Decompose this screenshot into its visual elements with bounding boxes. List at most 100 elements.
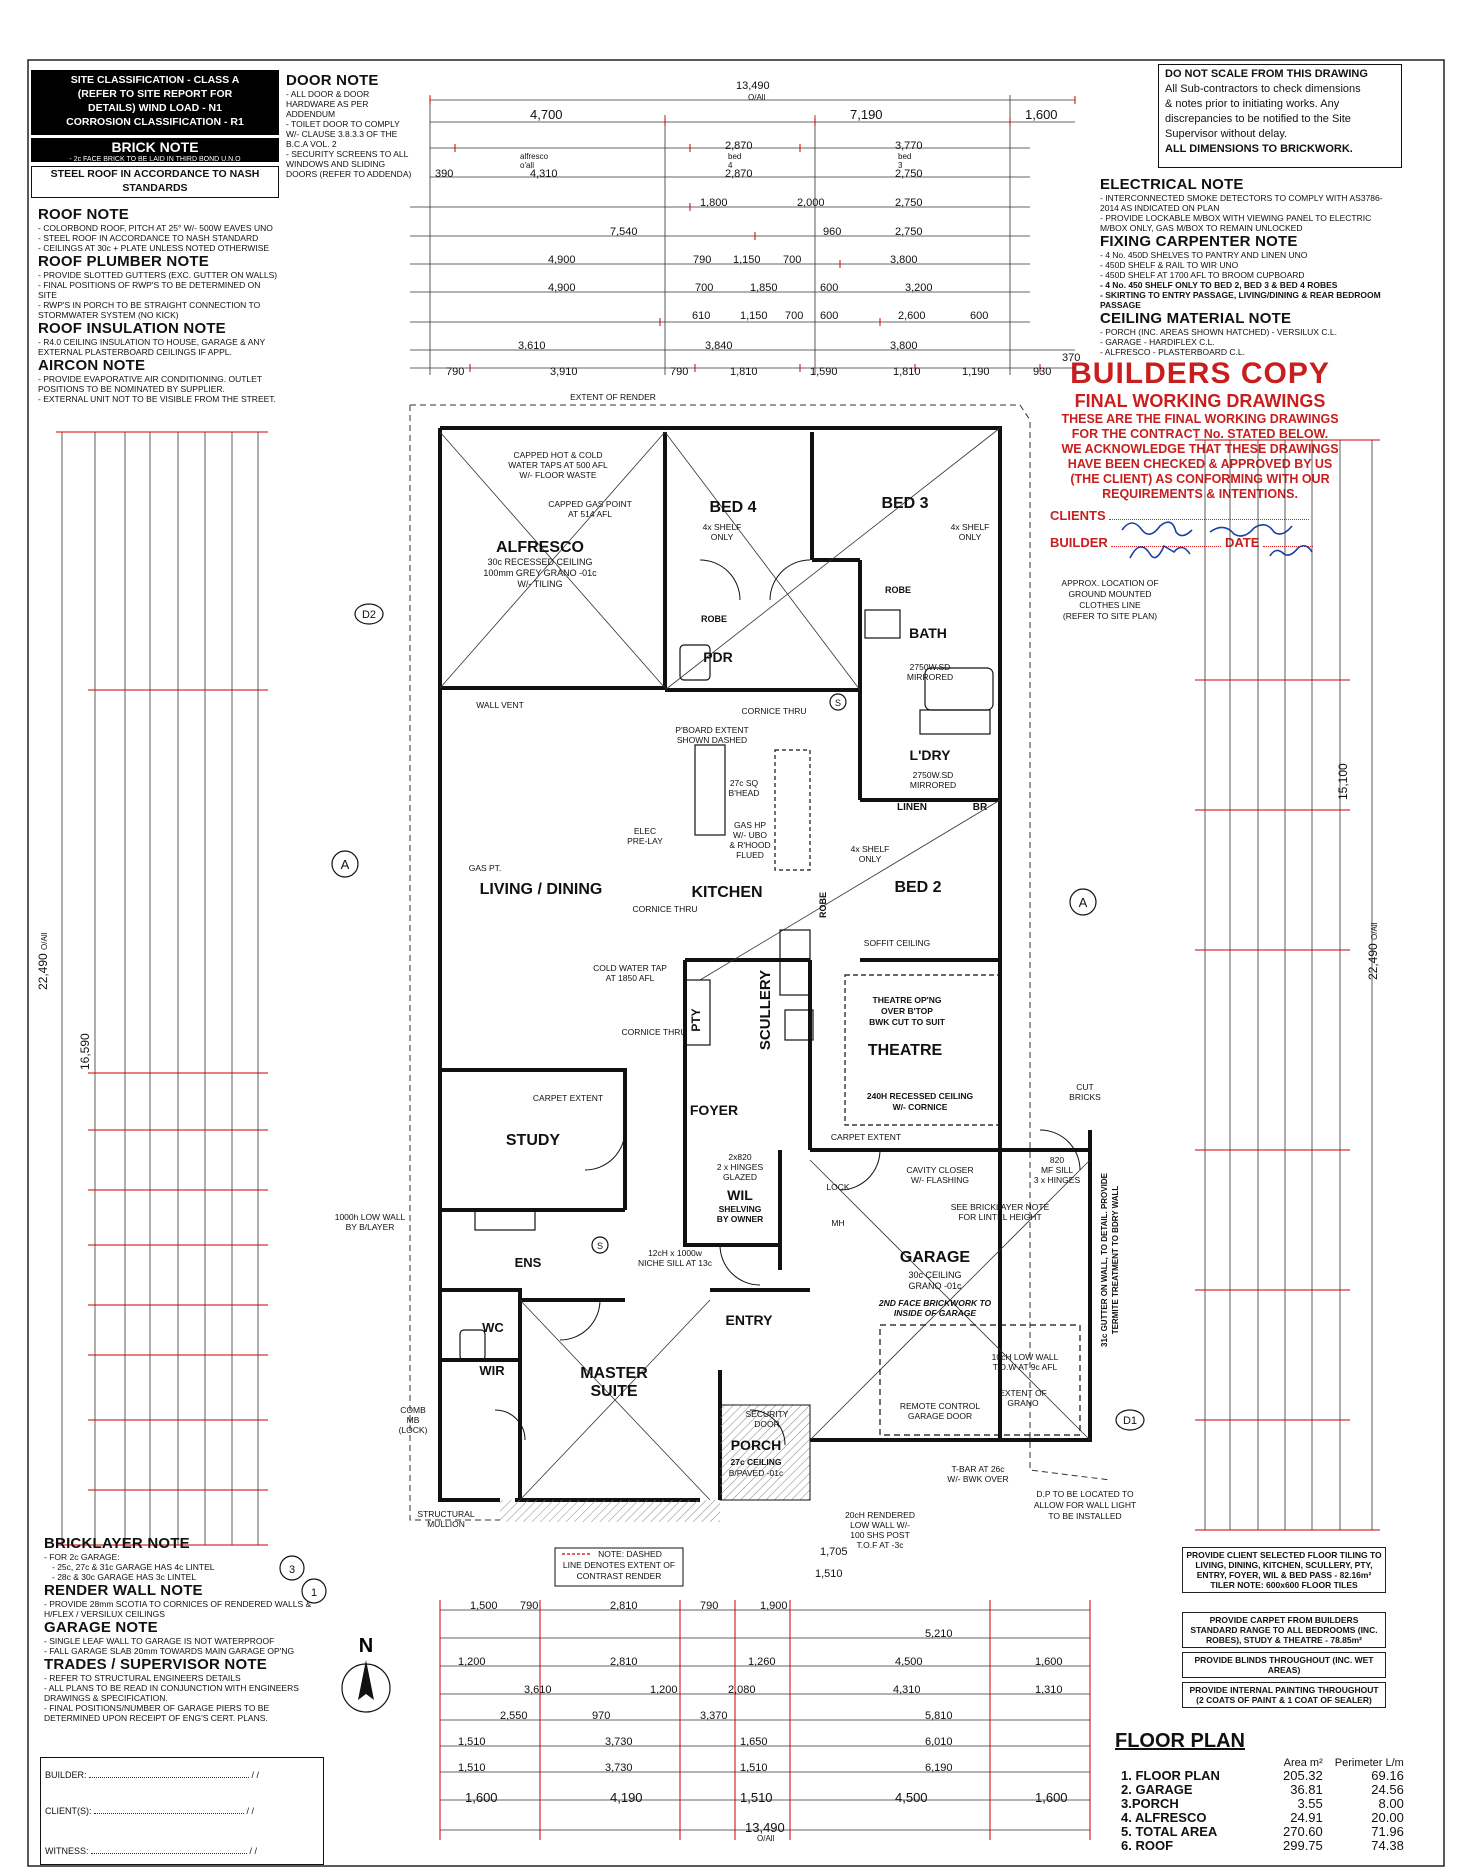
dim-row10: 1,810: [893, 366, 921, 378]
room-pty: PTY: [689, 1008, 703, 1031]
dim-row1: 4,700: [530, 107, 563, 122]
steel-roof-text: STEEL ROOF IN ACCORDANCE TO NASH STANDAR…: [50, 168, 260, 194]
room-study: STUDY: [506, 1132, 561, 1149]
svg-text:240H RECESSED CEILING: 240H RECESSED CEILING: [867, 1091, 974, 1101]
row-area: 299.75: [1283, 1838, 1323, 1853]
svg-text:20cH RENDERED: 20cH RENDERED: [845, 1510, 915, 1520]
row-name: 4. ALFRESCO: [1121, 1810, 1207, 1825]
clients-sign-label: CLIENT(S):: [45, 1806, 92, 1816]
dim-row8: 610: [692, 310, 711, 322]
svg-text:TERMITE TREATMENT TO BDRY WALL: TERMITE TREATMENT TO BDRY WALL: [1111, 1186, 1120, 1335]
stamp-line: WE ACKNOWLEDGE THAT THESE DRAWINGS: [1061, 442, 1339, 456]
room-scullery: SCULLERY: [757, 970, 774, 1050]
svg-text:DOOR: DOOR: [754, 1419, 780, 1429]
row-area: 270.60: [1283, 1824, 1323, 1839]
svg-text:BY B/LAYER: BY B/LAYER: [346, 1222, 395, 1232]
bottom-row1: 2,810: [610, 1600, 638, 1612]
porch-sub: B/PAVED -01c: [729, 1468, 784, 1478]
witness-date: / /: [249, 1846, 258, 1856]
svg-text:CARPET EXTENT: CARPET EXTENT: [831, 1132, 901, 1142]
bottom-dimension-ticks: [439, 1600, 1091, 1840]
bottom-row4: 4,310: [893, 1684, 921, 1696]
right-dimension-ticks: [1195, 439, 1380, 1531]
wil-sub: BY OWNER: [717, 1214, 764, 1224]
svg-text:10cH LOW WALL: 10cH LOW WALL: [992, 1352, 1059, 1362]
left-overall-value: 22,490: [36, 953, 50, 990]
dim-row6: 1,150: [733, 254, 761, 266]
tiling-note-text: PROVIDE CLIENT SELECTED FLOOR TILING TO …: [1186, 1550, 1382, 1590]
insulation-item: - R4.0 CEILING INSULATION TO HOUSE, GARA…: [38, 337, 266, 357]
fixing-item: - 4 No. 450D SHELVES TO PANTRY AND LINEN…: [1100, 250, 1308, 260]
svg-text:ELEC: ELEC: [634, 826, 656, 836]
svg-text:GARAGE DOOR: GARAGE DOOR: [908, 1411, 972, 1421]
svg-text:NICHE SILL AT 13c: NICHE SILL AT 13c: [638, 1258, 713, 1268]
svg-text:3 x HINGES: 3 x HINGES: [1034, 1175, 1081, 1185]
dim-row1: 7,190: [850, 107, 883, 122]
room-theatre: THEATRE: [868, 1042, 943, 1059]
dim-row7: 4,900: [548, 282, 576, 294]
room-linen: LINEN: [897, 802, 927, 813]
trades-title: TRADES / SUPERVISOR NOTE: [44, 1656, 267, 1673]
row-name: 5. TOTAL AREA: [1121, 1824, 1218, 1839]
area-column-header: Area m²: [1283, 1757, 1323, 1769]
brick-note-title: BRICK NOTE: [111, 139, 199, 155]
bottom-row4: 2,080: [728, 1684, 756, 1696]
right-dimension-lines: [1204, 440, 1373, 1530]
svg-text:P'BOARD EXTENT: P'BOARD EXTENT: [675, 725, 748, 735]
trades-item: - FINAL POSITIONS/NUMBER OF GARAGE PIERS…: [44, 1703, 270, 1723]
svg-text:CAPPED HOT & COLD: CAPPED HOT & COLD: [513, 450, 602, 460]
garage-title: GARAGE NOTE: [44, 1619, 158, 1636]
dim-row3: 2,750: [895, 168, 923, 180]
svg-text:CORNICE THRU: CORNICE THRU: [632, 904, 697, 914]
svg-text:SEE BRICKLAYER NOTE: SEE BRICKLAYER NOTE: [951, 1202, 1050, 1212]
room-bath: BATH: [909, 625, 947, 641]
dim-row4: 1,800: [700, 197, 728, 209]
dim-row2-label: bed 4: [728, 152, 742, 170]
svg-text:D2: D2: [362, 609, 376, 621]
bottom-row4: 1,310: [1035, 1684, 1063, 1696]
site-classification-banner: SITE CLASSIFICATION - CLASS A (REFER TO …: [31, 70, 279, 135]
room-robe: ROBE: [818, 892, 828, 918]
roof-note: ROOF NOTE - COLORBOND ROOF, PITCH AT 25°…: [38, 206, 278, 404]
bottom-row2: 5,210: [925, 1628, 953, 1640]
dim-row8: 600: [820, 310, 839, 322]
bricklayer-item: - FOR 2c GARAGE:: [44, 1552, 120, 1562]
svg-text:SOFFIT CEILING: SOFFIT CEILING: [864, 938, 930, 948]
door-note-title: DOOR NOTE: [286, 72, 379, 89]
ceiling-item: - ALFRESCO - PLASTERBOARD C.L.: [1100, 347, 1246, 357]
ceiling-item: - PORCH (INC. AREAS SHOWN HATCHED) - VER…: [1100, 327, 1337, 337]
dim-row3: 390: [435, 168, 454, 180]
dim-row7: 600: [820, 282, 839, 294]
alfresco-sub: 30c RECESSED CEILING: [487, 557, 592, 567]
trades-item: - REFER TO STRUCTURAL ENGINEERS DETAILS: [44, 1673, 241, 1683]
roof-item: - STEEL ROOF IN ACCORDANCE TO NASH STAND…: [38, 233, 259, 243]
svg-text:W/- FLASHING: W/- FLASHING: [911, 1175, 969, 1185]
dim-row9: 3,840: [705, 340, 733, 352]
stamp-date-label: DATE: [1225, 535, 1260, 550]
svg-text:4x SHELF: 4x SHELF: [703, 522, 742, 532]
svg-text:STRUCTURAL: STRUCTURAL: [417, 1509, 474, 1519]
floor-plan-title: FLOOR PLAN: [1115, 1730, 1245, 1752]
bottom-overall: 13,490: [745, 1820, 785, 1835]
right-overall-sub: O/All: [1370, 922, 1379, 940]
extent-of-render: [409, 404, 1111, 1521]
bottom-row8: 1,600: [465, 1790, 498, 1805]
door-item: - ALL DOOR & DOOR HARDWARE AS PER ADDEND…: [286, 89, 370, 119]
svg-text:A: A: [341, 857, 350, 872]
bottom-row5: 5,810: [925, 1710, 953, 1722]
fixing-item: - 450D SHELF & RAIL TO WIR UNO: [1100, 260, 1239, 270]
section-a-right-icon: [1069, 888, 1097, 916]
smoke-detector-icon: [829, 693, 847, 711]
dim-row10: 930: [1033, 366, 1052, 378]
table-row: 3.PORCH 3.55 8.00: [1115, 1797, 1410, 1811]
electrical-item: - PROVIDE LOCKABLE M/BOX WITH VIEWING PA…: [1100, 213, 1372, 233]
site-line-1: SITE CLASSIFICATION - CLASS A: [70, 74, 240, 86]
builder-date: / /: [251, 1770, 260, 1780]
painting-note-box: PROVIDE INTERNAL PAINTING THROUGHOUT (2 …: [1182, 1682, 1386, 1708]
left-a-dim: 16,590: [78, 1033, 92, 1070]
bottom-row6: 1,650: [740, 1736, 768, 1748]
site-line-2: (REFER TO SITE REPORT FOR: [77, 88, 233, 100]
svg-text:GLAZED: GLAZED: [723, 1172, 757, 1182]
room-foyer: FOYER: [690, 1102, 738, 1118]
signature-box: BUILDER: / / CLIENT(S): / / WITNESS: / /: [40, 1757, 324, 1865]
